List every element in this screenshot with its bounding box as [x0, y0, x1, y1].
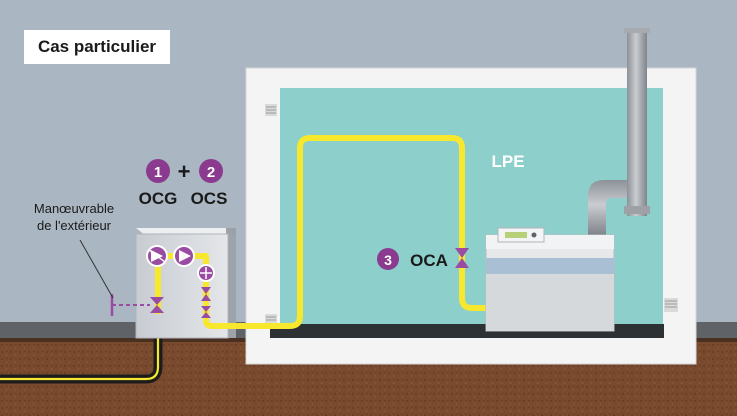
boiler	[485, 227, 615, 332]
regulator-icon	[173, 245, 195, 267]
exterior-note-line2: de l'extérieur	[37, 218, 112, 233]
marker-ocg: 1 OCG	[139, 159, 178, 208]
chimney	[588, 28, 650, 235]
regulator-icon	[146, 245, 168, 267]
gas-meter-icon	[197, 264, 215, 282]
marker-ocs-number: 2	[207, 164, 215, 181]
meter-cabinet	[135, 228, 236, 339]
marker-ocg-label: OCG	[139, 189, 178, 208]
marker-ocs-label: OCS	[191, 189, 228, 208]
title-box: Cas particulier	[24, 30, 170, 64]
valve-icon-oca	[455, 248, 469, 268]
marker-oca-number: 3	[384, 252, 392, 268]
marker-oca-label: OCA	[410, 251, 448, 270]
right-wall-vent	[664, 298, 678, 312]
exterior-operating-rod	[79, 239, 150, 316]
marker-oca: 3 OCA	[377, 248, 448, 270]
diagram-title: Cas particulier	[37, 37, 157, 56]
plus-sign: +	[178, 159, 191, 184]
marker-ocs: 2 OCS	[191, 159, 228, 208]
valve-icon-ocg	[150, 297, 164, 313]
valve-icon-ocs	[201, 287, 211, 318]
exterior-note-line1: Manœuvrable	[34, 201, 114, 216]
room-label: LPE	[491, 152, 524, 171]
left-wall-vent	[265, 104, 277, 324]
marker-ocg-number: 1	[154, 164, 162, 181]
